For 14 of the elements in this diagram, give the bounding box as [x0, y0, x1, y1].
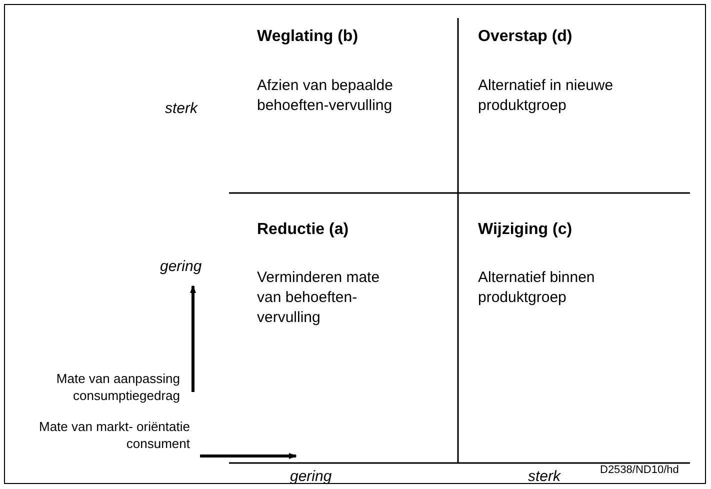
quadrant-text: Verminderen mate van behoeften-vervulling [257, 268, 381, 328]
quadrant-heading: Reductie (a) [257, 221, 349, 239]
quadrant-text: Afzien van bepaalde behoeften-vervulling [257, 76, 394, 116]
y-axis-value: gering [160, 258, 202, 275]
quadrant-text: Alternatief in nieuwe produktgroep [478, 76, 614, 116]
axis-title: Mate van aanpassing consumptiegedrag [55, 370, 180, 404]
axis-title: Mate van markt- oriëntatie consument [38, 418, 190, 452]
quadrant-heading: Weglating (b) [257, 28, 358, 46]
figure-code: D2538/ND10/hd [600, 463, 679, 478]
quadrant-heading: Overstap (d) [478, 28, 572, 46]
quadrant-heading: Wijziging (c) [478, 221, 572, 239]
y-axis-value: sterk [165, 100, 198, 117]
x-axis-value: sterk [528, 468, 561, 485]
quadrant-text: Alternatief binnen produktgroep [478, 268, 596, 308]
